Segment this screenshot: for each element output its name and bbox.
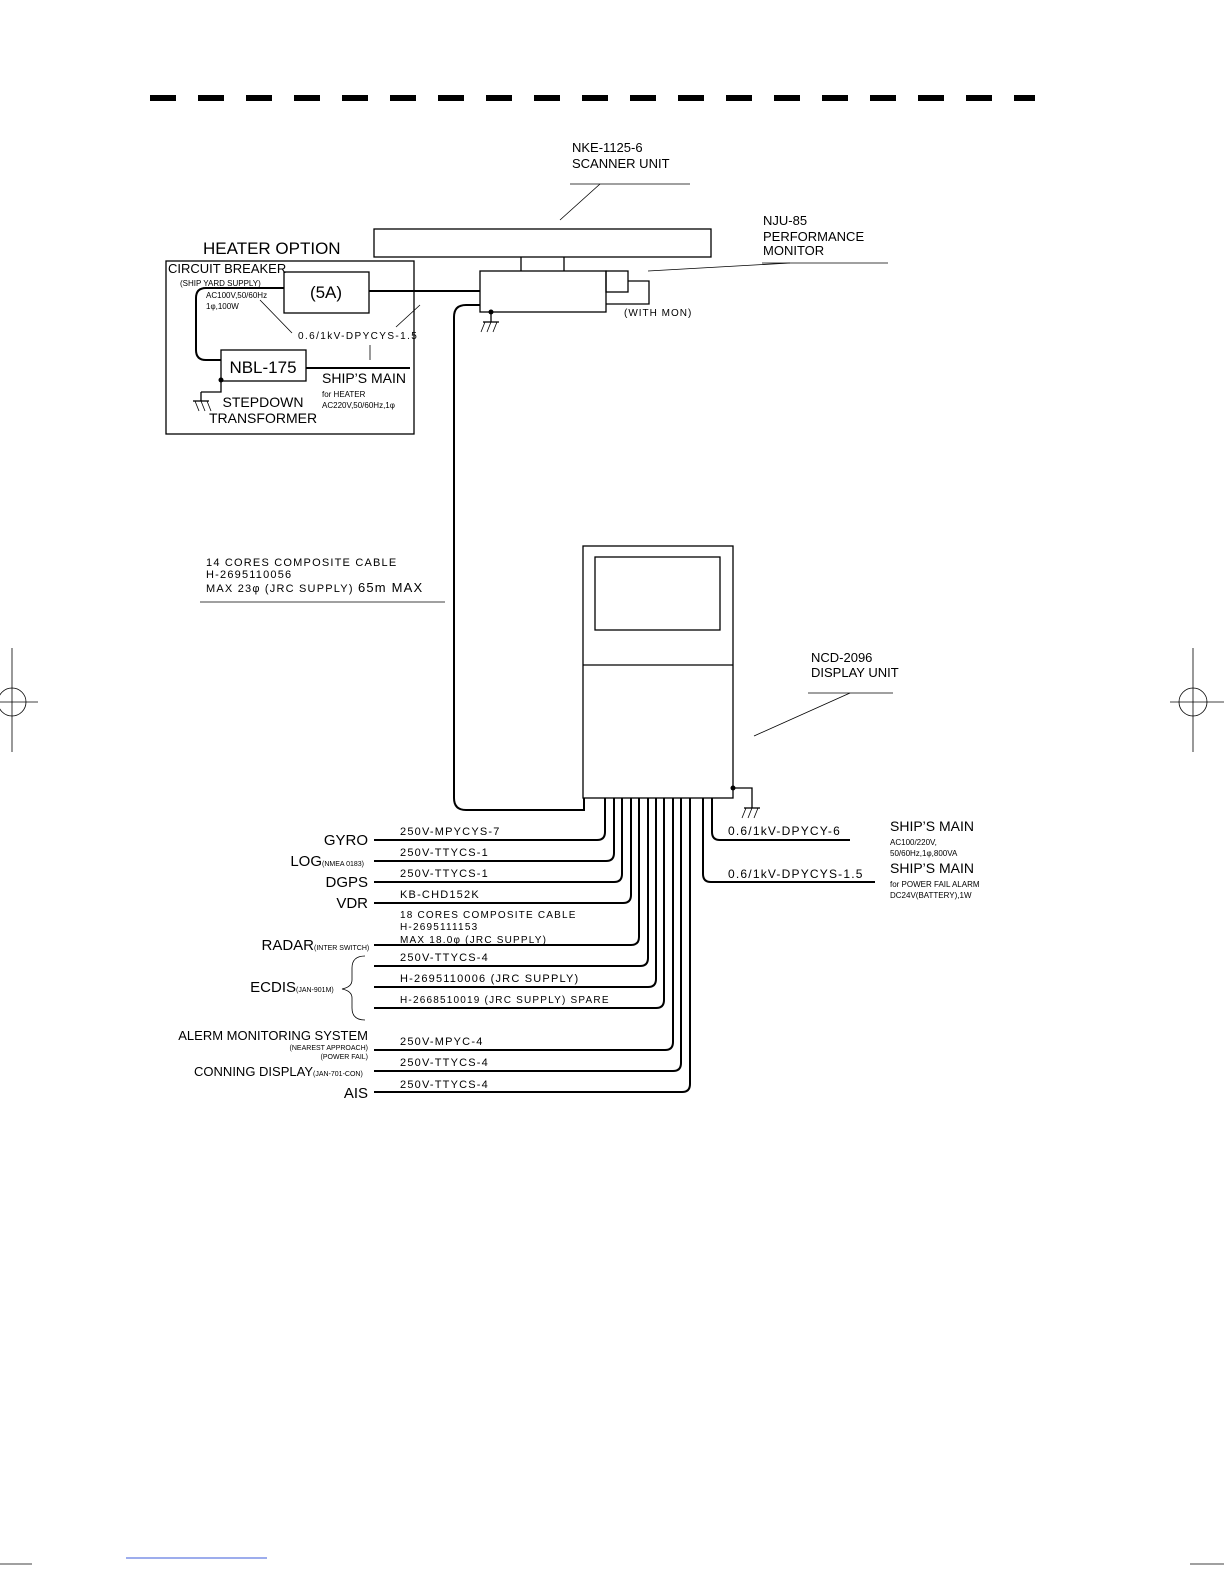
log-cable: 250V-TTYCS-1	[400, 847, 489, 859]
monitor-line1: PERFORMANCE	[763, 229, 864, 244]
gyro-cable: 250V-MPYCYS-7	[400, 826, 501, 838]
composite14-line3a: MAX 23φ (JRC SUPPLY)	[206, 583, 358, 595]
composite14-line3: MAX 23φ (JRC SUPPLY) 65m MAX	[206, 580, 423, 595]
alarm-system-sub-2: (POWER FAIL)	[321, 1054, 368, 1061]
wire-alarm-system	[374, 798, 674, 1051]
wire-ecdis-1	[374, 798, 649, 967]
wire-dgps	[374, 798, 623, 883]
heater-ac-spec-2: 1φ,100W	[206, 302, 239, 311]
wire-ships-main	[711, 798, 850, 841]
ecdis-brace	[341, 955, 366, 1021]
performance-monitor-box	[605, 270, 629, 293]
heater-ac-spec-1: AC100V,50/60Hz	[206, 291, 267, 300]
scanner-leader-line	[559, 183, 601, 221]
heater-ac-label: AC220V,50/60Hz,1φ	[322, 401, 395, 410]
stepdown-label-2: TRANSFORMER	[209, 410, 317, 426]
radar-sub-label: (INTER SWITCH)	[314, 945, 369, 952]
scanner-name: SCANNER UNIT	[572, 156, 670, 171]
display-screen	[594, 556, 721, 631]
alarm-system-label: ALERM MONITORING SYSTEM	[178, 1028, 368, 1043]
registration-mark-left	[0, 648, 38, 752]
conning-display-cable: 250V-TTYCS-4	[400, 1057, 489, 1069]
ecdis-cable-1: 250V-TTYCS-4	[400, 952, 489, 964]
composite18-line3: MAX 18.0φ (JRC SUPPLY)	[400, 935, 547, 946]
gyro-label: GYRO	[324, 832, 368, 849]
heater-wire-left	[195, 287, 284, 361]
display-leader-line	[753, 692, 851, 737]
cable-leader-line	[395, 304, 421, 328]
wire-gyro	[374, 798, 606, 841]
composite-cable-14-core	[453, 304, 585, 811]
dgps-label: DGPS	[325, 874, 368, 891]
wire-ais	[374, 798, 691, 1093]
stepdown-label-1: STEPDOWN	[223, 394, 304, 410]
vdr-label: VDR	[336, 895, 368, 912]
fuse-box	[283, 271, 370, 314]
alarm-system-sub-1: (NEAREST APPROACH)	[290, 1045, 368, 1052]
composite18-line2: H-2695111153	[400, 922, 478, 933]
display-name: DISPLAY UNIT	[811, 665, 899, 680]
wire-conning-display	[374, 798, 682, 1072]
wire-radar	[374, 798, 640, 946]
vdr-cable: KB-CHD152K	[400, 889, 480, 901]
wire-log	[374, 798, 615, 862]
ecdis-cable-3: H-2668510019 (JRC SUPPLY) SPARE	[400, 995, 610, 1006]
conning-display-label: CONNING DISPLAY	[194, 1064, 313, 1079]
scanner-unit-box	[373, 228, 712, 258]
power-fail-cable: 0.6/1kV-DPYCYS-1.5	[728, 867, 864, 881]
ships-main-cable: 0.6/1kV-DPYCY-6	[728, 824, 841, 838]
heater-title: HEATER OPTION	[203, 239, 341, 258]
interface-wires	[374, 798, 691, 1093]
log-label: LOG	[290, 853, 322, 870]
composite14-line1: 14 CORES COMPOSITE CABLE	[206, 557, 397, 569]
display-model: NCD-2096	[811, 650, 872, 665]
for-heater-label: for HEATER	[322, 390, 366, 399]
ground-icon	[193, 377, 224, 412]
ships-main-spec-1: AC100/220V,	[890, 838, 937, 847]
composite14-line3b: 65m MAX	[358, 580, 423, 595]
ecdis-cable-2: H-2695110006 (JRC SUPPLY)	[400, 973, 579, 985]
wire-power-fail-alarm	[702, 798, 875, 883]
power-fail-spec-1: for POWER FAIL ALARM	[890, 880, 980, 889]
power-fail-ships-main-label: SHIP’S MAIN	[890, 860, 974, 876]
display-unit-box	[582, 545, 734, 799]
composite18-line1: 18 CORES COMPOSITE CABLE	[400, 910, 577, 921]
registration-mark-right	[1170, 648, 1224, 752]
monitor-leader-line	[647, 262, 791, 272]
monitor-loop-line	[606, 280, 650, 305]
with-mon-label: (WITH MON)	[624, 308, 692, 319]
ships-main-spec-2: 50/60Hz,1φ,800VA	[890, 849, 958, 858]
monitor-model: NJU-85	[763, 213, 807, 228]
wire-ecdis-3	[374, 798, 665, 1009]
transformer-label: NBL-175	[229, 358, 296, 377]
power-fail-spec-2: DC24V(BATTERY),1W	[890, 891, 972, 900]
conning-display-sub: (JAN-701-CON)	[313, 1071, 363, 1078]
ecdis-label: ECDIS	[250, 979, 296, 996]
heater-ships-main-label: SHIP’S MAIN	[322, 370, 406, 386]
monitor-line2: MONITOR	[763, 243, 824, 258]
ship-yard-supply-label: (SHIP YARD SUPPLY)	[180, 279, 261, 288]
ecdis-sub-label: (JAN-901M)	[296, 987, 334, 994]
scanner-model: NKE-1125-6	[572, 140, 643, 155]
wire-vdr	[374, 798, 632, 904]
ais-cable: 250V-TTYCS-4	[400, 1079, 489, 1091]
log-sub-label: (NMEA 0183)	[322, 861, 364, 868]
radar-label: RADAR	[261, 937, 314, 954]
transceiver-box	[479, 270, 607, 313]
composite14-line2: H-2695110056	[206, 569, 292, 581]
heater-cable-label: 0.6/1kV-DPYCYS-1.5	[298, 331, 418, 342]
ground-icon	[480, 309, 499, 333]
heater-option-box	[165, 260, 415, 435]
wire-ecdis-2	[374, 798, 657, 988]
alarm-system-cable: 250V-MPYC-4	[400, 1036, 484, 1048]
ais-label: AIS	[344, 1085, 368, 1102]
fuse-label: (5A)	[310, 283, 342, 302]
spec-leader-line	[259, 299, 293, 334]
circuit-breaker-label: CIRCUIT BREAKER	[168, 261, 286, 276]
dgps-cable: 250V-TTYCS-1	[400, 868, 489, 880]
transformer-box	[220, 349, 307, 382]
ships-main-label: SHIP’S MAIN	[890, 818, 974, 834]
ground-icon	[730, 785, 760, 819]
